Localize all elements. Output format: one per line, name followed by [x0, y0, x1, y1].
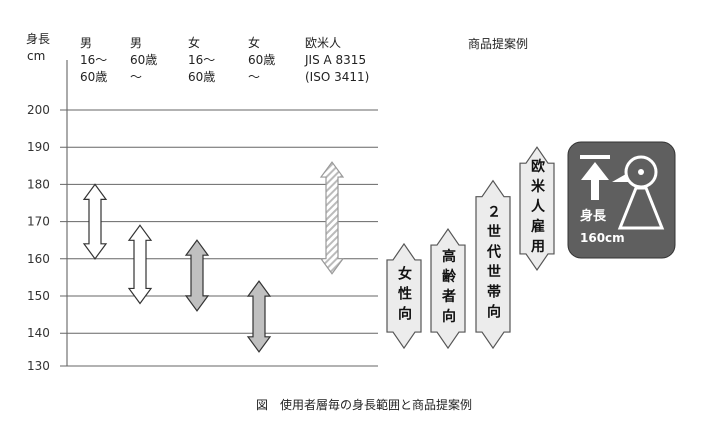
- up-arrow-icon: [581, 162, 609, 200]
- proposal-label: ２世代世帯向: [485, 204, 502, 324]
- proposal-arrow-shape: [519, 146, 555, 272]
- range-arrow: [184, 239, 210, 312]
- axis-unit: cm: [27, 49, 45, 63]
- group-header-line: 60歳: [248, 53, 275, 67]
- height-sign-icon: 身長 160cm: [567, 141, 676, 259]
- y-tick-label: 160: [27, 252, 50, 266]
- group-header-line: (ISO 3411): [305, 70, 369, 84]
- group-header-line: 女: [248, 35, 260, 50]
- range-arrow: [246, 280, 272, 353]
- proposal-arrow: 高齢者向: [430, 227, 466, 350]
- proposal-arrow: 女性向: [386, 242, 422, 350]
- range-arrow: [82, 183, 108, 260]
- y-tick-label: 140: [27, 326, 50, 340]
- y-tick-label: 170: [27, 215, 50, 229]
- y-tick-label: 190: [27, 140, 50, 154]
- proposal-arrow: ２世代世帯向: [475, 179, 511, 350]
- proposal-arrow: 欧米人雇用: [519, 146, 555, 272]
- sign-value: 160cm: [580, 231, 625, 245]
- sign-label: 身長: [580, 208, 607, 224]
- group-header-line: 60歳: [130, 53, 157, 67]
- proposal-label: 女性向: [396, 265, 412, 326]
- person-body-icon: [617, 186, 665, 230]
- y-tick-label: 200: [27, 103, 50, 117]
- group-header-line: 男: [80, 36, 92, 50]
- group-header-line: 60歳: [188, 70, 215, 84]
- proposal-label: 高齢者向: [440, 248, 456, 329]
- range-arrow: [127, 224, 153, 305]
- y-tick-label: 130: [27, 359, 50, 373]
- proposal-arrow-shape: [430, 227, 466, 350]
- proposal-arrow-shape: [386, 242, 422, 350]
- group-header-line: 欧米人: [305, 36, 341, 50]
- range-arrow: [319, 161, 345, 275]
- axis-label: 身長: [26, 31, 50, 46]
- caption: 図 使用者層毎の身長範囲と商品提案例: [256, 397, 472, 412]
- group-header-line: 16〜: [80, 53, 107, 67]
- y-tick-label: 180: [27, 177, 50, 191]
- proposal-arrow-shape: [475, 179, 511, 350]
- y-tick-label: 150: [27, 289, 50, 303]
- proposal-label: 欧米人雇用: [529, 158, 545, 259]
- group-header-line: 女: [188, 35, 200, 50]
- group-header-line: 60歳: [80, 70, 107, 84]
- group-header-line: 男: [130, 36, 142, 50]
- group-header-line: 〜: [130, 70, 142, 84]
- group-header-line: 16〜: [188, 53, 215, 67]
- proposals-heading: 商品提案例: [468, 36, 528, 51]
- group-header-line: JIS A 8315: [304, 53, 366, 67]
- sign-bar: [580, 155, 610, 159]
- group-header-line: 〜: [248, 70, 260, 84]
